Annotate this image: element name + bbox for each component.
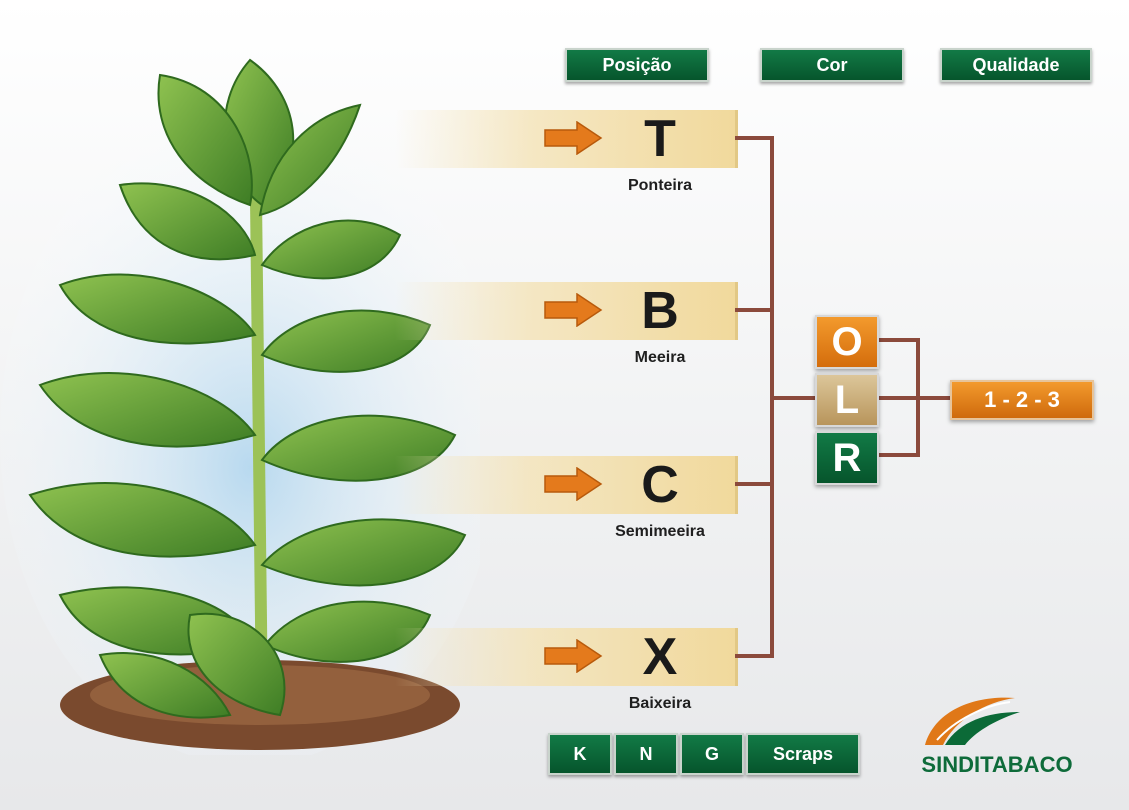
position-label: Ponteira [627,177,692,194]
header-position: Posição [565,48,709,82]
position-label: Baixeira [628,695,692,712]
arrow-right-icon [544,121,603,155]
sinditabaco-logo-icon [925,697,1020,745]
arrow-right-icon [544,467,603,501]
position-label: Meeira [634,349,686,366]
position-label: Semimeeira [615,523,705,540]
class-n: N [614,733,678,775]
class-scraps: Scraps [746,733,860,775]
class-k: K [548,733,612,775]
color-box-r: R [815,431,879,485]
position-band-c: C [395,456,738,514]
position-band-x: X [395,628,738,686]
arrow-right-icon [544,293,603,327]
position-band-b: B [395,282,738,340]
arrow-right-icon [544,639,603,673]
header-quality: Qualidade [940,48,1092,82]
class-g: G [680,733,744,775]
position-letter: X [642,628,678,686]
position-band-t: T [395,110,738,168]
position-letter: T [644,110,676,168]
position-letter: B [641,282,679,340]
position-letter: C [641,456,679,514]
header-color: Cor [760,48,904,82]
tobacco-plant-illustration [0,58,480,755]
color-box-o: O [815,315,879,369]
color-box-l: L [815,373,879,427]
quality-box: 1 - 2 - 3 [950,380,1094,420]
brand-name: SINDITABACO [921,752,1073,777]
